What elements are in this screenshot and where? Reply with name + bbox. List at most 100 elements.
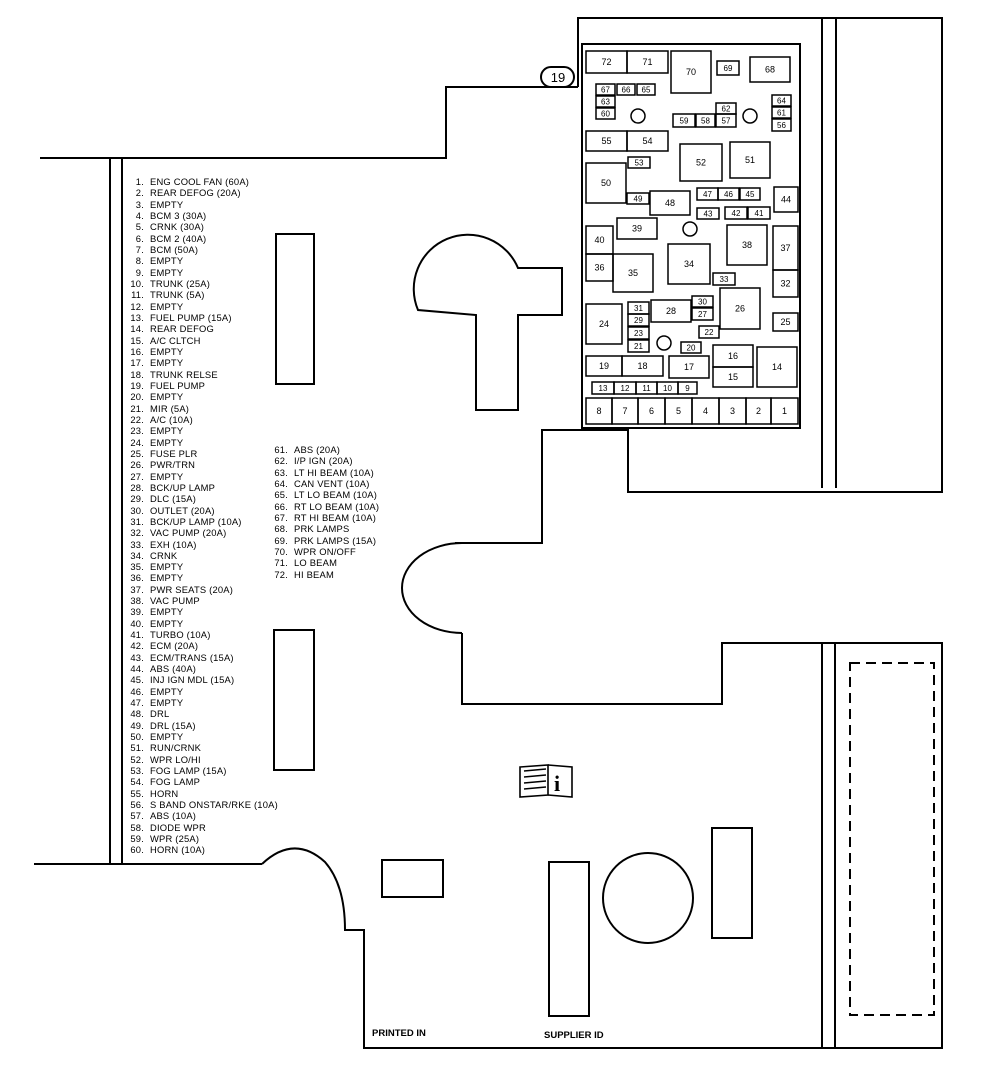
legend-label: MIR (5A) [150, 402, 190, 414]
legend-number: 18. [130, 368, 144, 380]
fuse-slot-label: 2 [756, 406, 761, 416]
fuse-slot-51 [729, 141, 771, 179]
legend-entry: 8.EMPTY [128, 255, 278, 266]
fuse-slot-label: 40 [594, 235, 604, 245]
legend-number: 6. [135, 232, 144, 244]
legend-number: 40. [130, 617, 144, 629]
fuse-slot-34 [667, 243, 711, 285]
fuse-slot-label: 68 [765, 65, 775, 75]
legend-label: EMPTY [150, 561, 184, 573]
legend-label: ENG COOL FAN (60A) [150, 176, 250, 187]
legend-label: FOG LAMP (15A) [150, 765, 227, 777]
legend-label: ABS (20A) [294, 444, 341, 455]
legend-number: 52. [130, 753, 144, 765]
legend-label: LT HI BEAM (10A) [294, 466, 374, 478]
legend-entry: 40. EMPTY [128, 618, 278, 629]
fuse-slot-50 [585, 162, 627, 204]
legend-number: 35. [130, 561, 144, 573]
legend-label: EMPTY [150, 425, 184, 437]
legend-entry: 12.EMPTY [128, 301, 278, 312]
legend-label: DLC (15A) [150, 493, 197, 505]
legend-entry: 9.EMPTY [128, 267, 278, 278]
legend-number: 22. [130, 413, 144, 425]
legend-number: 5. [135, 221, 144, 233]
fuse-slot-32 [772, 269, 799, 298]
legend-entry: 27.EMPTY [128, 471, 278, 482]
legend-number: 50. [130, 731, 144, 743]
legend-number: 45. [130, 674, 144, 686]
legend-entry: 70.WPR ON/OFF [272, 546, 379, 557]
legend-entry: 60.HORN (10A) [128, 844, 278, 855]
legend-label: EMPTY [150, 606, 184, 618]
legend-number: 16. [130, 345, 144, 357]
legend-number: 63. [274, 466, 288, 478]
legend-label: PRK LAMPS [294, 523, 350, 535]
fuse-slot-30 [691, 295, 714, 308]
legend-label: RT HI BEAM (10A) [294, 511, 377, 523]
relay-marker [630, 108, 646, 124]
legend-label: RT LO BEAM (10A) [294, 500, 380, 512]
fuse-slot-label: 58 [701, 117, 710, 126]
fuse-slot-label: 24 [599, 319, 609, 329]
fuse-slot-label: 18 [637, 361, 647, 371]
fuse-slot-21 [627, 339, 650, 353]
legend-label: ECM/TRANS (15A) [150, 651, 234, 663]
legend-entry: 31.BCK/UP LAMP (10A) [128, 516, 278, 527]
legend-number: 25. [130, 447, 144, 459]
connector-right [711, 827, 753, 939]
fuse-slot-48 [649, 190, 691, 216]
legend-entry: 72.HI BEAM [272, 569, 379, 580]
fuse-slot-20 [680, 341, 702, 354]
legend-number: 44. [130, 663, 144, 675]
legend-label: FUEL PUMP [150, 379, 206, 391]
svg-text:i: i [554, 771, 560, 796]
printed-in-label: PRINTED IN [372, 1028, 426, 1039]
fuse-slot-46 [717, 187, 740, 201]
legend-entry: 46.EMPTY [128, 686, 278, 697]
legend-number: 57. [130, 810, 144, 822]
legend-number: 12. [130, 300, 144, 312]
fuse-slot-label: 26 [735, 304, 745, 314]
legend-label: TURBO (10A) [150, 629, 211, 641]
legend-entry: 22.A/C (10A) [128, 414, 278, 425]
legend-label: EMPTY [150, 572, 184, 584]
fuse-slot-label: 57 [722, 117, 731, 126]
fuse-slot-9 [677, 381, 698, 395]
legend-label: EMPTY [150, 617, 184, 629]
fuse-slot-label: 69 [724, 64, 733, 73]
legend-number: 68. [274, 523, 288, 535]
legend-number: 55. [130, 787, 144, 799]
legend-label: WPR ON/OFF [294, 545, 356, 557]
fuse-slot-70 [670, 50, 712, 94]
legend-number: 21. [130, 402, 144, 414]
legend-number: 49. [130, 719, 144, 731]
legend-entry: 7.BCM (50A) [128, 244, 278, 255]
legend-entry: 35. EMPTY [128, 561, 278, 572]
legend-entry: 69.PRK LAMPS (15A) [272, 535, 379, 546]
legend-entry: 55.HORN [128, 788, 278, 799]
legend-label: HI BEAM [294, 568, 334, 580]
fuse-slot-label: 41 [755, 209, 764, 218]
legend-number: 67. [274, 511, 288, 523]
legend-number: 54. [130, 776, 144, 788]
legend-entry: 26.PWR/TRN [128, 459, 278, 470]
fuse-slot-label: 54 [642, 136, 652, 146]
legend-number: 19. [130, 379, 144, 391]
fuse-slot-label: 32 [780, 279, 790, 289]
legend-entry: 5.CRNK (30A) [128, 221, 278, 232]
fuse-slot-label: 63 [601, 98, 610, 107]
fuse-slot-29 [627, 313, 650, 327]
legend-number: 38. [130, 595, 144, 607]
legend-number: 14. [130, 323, 144, 335]
legend-entry: 37.PWR SEATS (20A) [128, 584, 278, 595]
legend-label: EMPTY [150, 357, 184, 369]
fuse-slot-43 [696, 207, 720, 220]
legend-number: 34. [130, 549, 144, 561]
legend-number: 36. [130, 572, 144, 584]
legend-entry: 63. LT HI BEAM (10A) [272, 467, 379, 478]
legend-number: 7. [135, 243, 144, 255]
legend-entry: 21. MIR (5A) [128, 403, 278, 414]
legend-number: 33. [130, 538, 144, 550]
fuse-slot-54 [626, 130, 669, 152]
